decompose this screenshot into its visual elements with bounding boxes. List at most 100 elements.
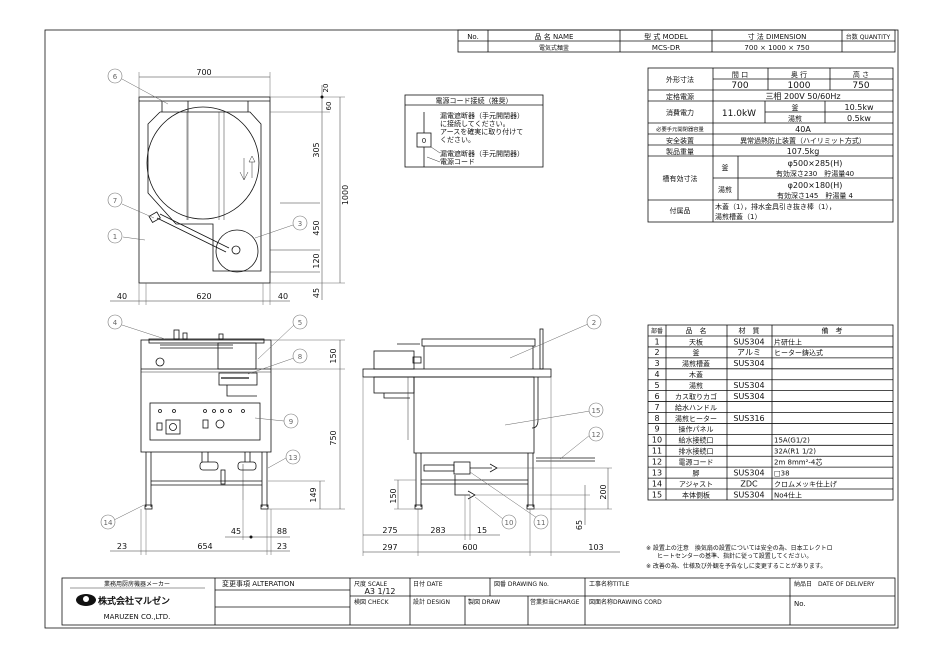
cord-box-cord-label: 電源コード <box>440 157 475 166</box>
dim-front-750: 750 <box>329 430 338 445</box>
spec-tank-depth: 有効深さ230 貯湯量40 <box>776 169 854 178</box>
part-no: 1 <box>654 337 659 346</box>
company-name-jp: 株式会社マルゼン <box>98 595 170 607</box>
part-no: 4 <box>654 370 659 379</box>
dim-front-149: 149 <box>309 487 318 502</box>
spec-consumption-part: 釜 <box>792 103 799 112</box>
spec-breaker-label: 必要手元開閉器容量 <box>656 125 704 133</box>
spec-width-value: 700 <box>731 81 748 91</box>
header-no: No. <box>467 33 479 41</box>
part-note: 片研仕上 <box>774 337 802 346</box>
spec-consumption-value: 0.5kw <box>847 114 871 123</box>
dim-side-297: 297 <box>382 543 397 552</box>
spec-accessory-label: 付属品 <box>670 206 691 215</box>
side-view-drawing: 200 150 65 275 283 15 297 600 103 <box>362 328 620 556</box>
part-name: アジャスト <box>679 480 713 488</box>
part-name: 湯煎 <box>689 381 703 390</box>
callout-number: 4 <box>113 319 118 327</box>
cord-box-line: 漏電遮断器（手元開閉器） <box>440 111 524 120</box>
callout-1: 1 <box>107 228 123 244</box>
spec-accessory-line: 湯煎槽蓋（1） <box>715 212 761 221</box>
spec-consumption-part: 湯煎 <box>788 114 802 123</box>
part-name: 操作パネル <box>679 425 714 434</box>
part-no: 2 <box>654 348 659 357</box>
part-material: SUS304 <box>733 490 764 499</box>
spec-consumption-value: 10.5kw <box>845 103 874 112</box>
cord-box-breaker-label: 漏電遮断器（手元開閉器） <box>440 149 524 158</box>
drawing-cord-label: 図面名称DRAWING CORD <box>589 598 662 606</box>
note-line: ※ 改善の為、仕様及び外観を予告なしに変更することがあります。 <box>646 562 826 570</box>
part-no: 8 <box>654 414 659 423</box>
part-note: No4仕上 <box>774 490 802 499</box>
part-no: 13 <box>652 468 662 477</box>
dim-front-654: 654 <box>197 542 212 551</box>
header-model: 型 式 MODEL <box>644 32 688 41</box>
title-block: 業務用厨房機器メーカー 株式会社マルゼン MARUZEN CO.,LTD. 変更… <box>61 577 896 626</box>
callout-number: 13 <box>289 454 298 462</box>
callout-2: 2 <box>586 314 602 330</box>
callout-number: 6 <box>113 73 118 81</box>
dim-top-120: 120 <box>312 253 321 268</box>
check-label: 検図 CHECK <box>354 598 390 606</box>
dim-top-60: 60 <box>325 102 333 111</box>
dim-top-305: 305 <box>312 142 321 157</box>
part-name: カス取りカゴ <box>675 392 717 401</box>
title-label: 工事名称TITLE <box>589 580 629 588</box>
dim-top-left-40: 40 <box>117 292 127 301</box>
part-name: 湯煎槽蓋 <box>682 359 710 368</box>
part-no: 14 <box>652 479 662 488</box>
scale-label: 尺度 SCALE <box>354 580 387 588</box>
spec-head-depth: 奥 行 <box>791 70 807 79</box>
part-note: □38 <box>774 469 790 477</box>
callout-balloons: 6 7 1 3 4 5 8 9 13 14 2 15 12 10 11 <box>100 68 604 530</box>
header-name: 品 名 NAME <box>535 32 574 41</box>
cord-box-title: 電源コード接続（推奨） <box>436 96 513 105</box>
spec-depth-value: 1000 <box>788 81 811 91</box>
spec-table: 外形寸法 間 口 奥 行 高 さ 700 1000 750 定格電源 三相 20… <box>647 67 894 223</box>
part-no: 12 <box>652 458 662 467</box>
callout-5: 5 <box>292 314 308 330</box>
callout-6: 6 <box>107 68 123 84</box>
spec-consumption-total: 11.0kW <box>722 109 756 119</box>
scale-value: A3 1/12 <box>364 587 395 596</box>
callout-14: 14 <box>100 514 116 530</box>
dim-top-1000: 1000 <box>341 185 350 205</box>
product-model: MCS-DR <box>652 44 680 52</box>
product-dimension: 700 × 1000 × 750 <box>744 44 809 52</box>
delivery-label: 納品日 DATE OF DELIVERY <box>794 580 875 588</box>
callout-number: 9 <box>289 418 293 426</box>
alteration-label: 変更事項 ALTERATION <box>222 579 295 588</box>
cord-box-line: ください。 <box>440 136 475 144</box>
callout-11: 11 <box>533 514 549 530</box>
part-no: 3 <box>654 359 659 368</box>
top-view-drawing: 700 20 60 305 1000 450 120 45 40 620 40 <box>110 68 350 305</box>
callout-number: 10 <box>505 519 514 527</box>
note-line: ※ 設置上の注意 換気扇の設置については安全の為、日本エレクトロ <box>646 544 833 552</box>
part-material: SUS304 <box>733 381 764 390</box>
callout-number: 12 <box>592 431 601 439</box>
spec-safety-label: 安全装置 <box>666 136 694 145</box>
cord-connection-box: 電源コード接続（推奨） 0 漏電遮断器（手元開閉器） に接続してください。 アー… <box>404 94 544 168</box>
part-name: 天板 <box>689 337 703 346</box>
spec-head-height: 高 さ <box>853 70 869 79</box>
drawing-no-label: 図番 DRAWING No. <box>494 581 549 588</box>
part-name: 釜 <box>693 348 700 357</box>
part-name: 脚 <box>693 468 700 477</box>
callout-3: 3 <box>292 215 308 231</box>
dim-side-200: 200 <box>599 484 608 499</box>
parts-header-note: 備 考 <box>822 326 843 335</box>
callout-12: 12 <box>588 426 604 442</box>
spec-accessory-line: 木蓋（1），排水金具引き抜き棒（1）， <box>715 202 836 211</box>
spec-tank-size: φ500×285(H) <box>788 159 843 168</box>
